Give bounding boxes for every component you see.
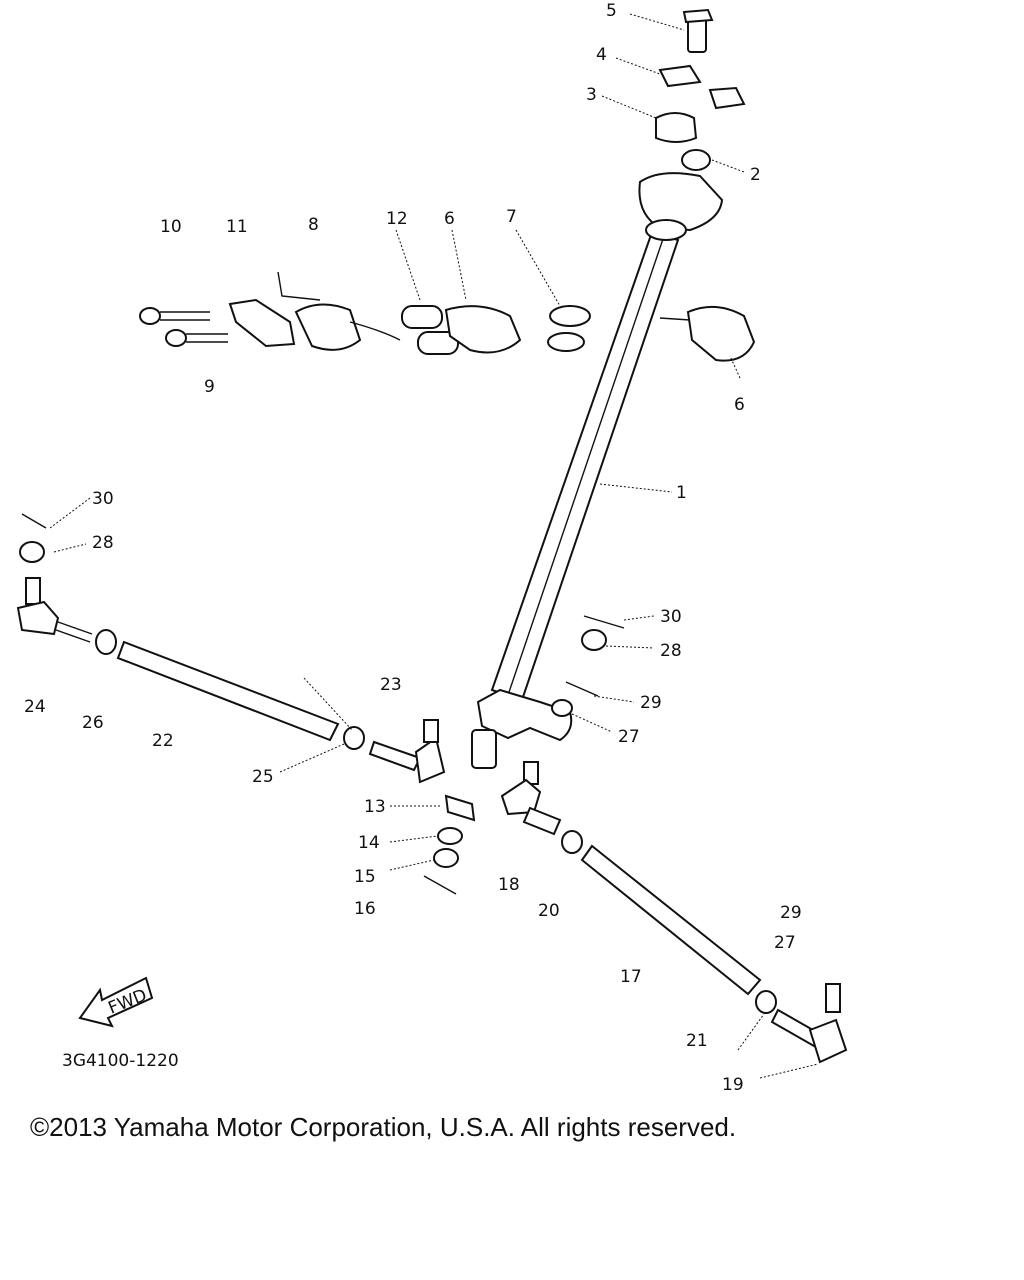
part-label-8: 8 (308, 215, 319, 235)
leader-lines (49, 13, 819, 1079)
drawing-code: 3G4100-1220 (62, 1051, 179, 1071)
part-label-17: 17 (620, 967, 642, 987)
small-parts (423, 615, 625, 895)
part-label-23: 23 (380, 675, 402, 695)
part-label-2: 2 (750, 165, 761, 185)
fwd-arrow: FWD (78, 976, 154, 1028)
left-tie-rod (16, 513, 446, 784)
steering-column (471, 172, 724, 769)
part-label-26: 26 (82, 713, 104, 733)
part-label-30: 30 (660, 607, 682, 627)
part-label-6: 6 (444, 209, 455, 229)
part-label-18: 18 (498, 875, 520, 895)
part-label-20: 20 (538, 901, 560, 921)
part-label-29: 29 (780, 903, 802, 923)
part-label-11: 11 (226, 217, 248, 237)
part-label-14: 14 (358, 833, 380, 853)
part-label-7: 7 (506, 207, 517, 227)
part-label-29: 29 (640, 693, 662, 713)
part-label-25: 25 (252, 767, 274, 787)
part-label-10: 10 (160, 217, 182, 237)
bracket-6-right (686, 305, 756, 362)
part-label-16: 16 (354, 899, 376, 919)
part-label-4: 4 (596, 45, 607, 65)
part-label-15: 15 (354, 867, 376, 887)
part-label-28: 28 (92, 533, 114, 553)
part-label-24: 24 (24, 697, 46, 717)
part-label-5: 5 (606, 1, 617, 21)
part-label-21: 21 (686, 1031, 708, 1051)
top-hardware (655, 8, 746, 171)
part-label-12: 12 (386, 209, 408, 229)
part-label-1: 1 (676, 483, 687, 503)
copyright-notice: ©2013 Yamaha Motor Corporation, U.S.A. A… (30, 1112, 737, 1142)
part-label-13: 13 (364, 797, 386, 817)
part-label-30: 30 (92, 489, 114, 509)
part-label-19: 19 (722, 1075, 744, 1095)
part-label-9: 9 (204, 377, 215, 397)
part-label-3: 3 (586, 85, 597, 105)
part-label-6: 6 (734, 395, 745, 415)
right-tie-rod (500, 761, 848, 1064)
part-label-22: 22 (152, 731, 174, 751)
part-labels: 1 2 3 4 5 6 6 7 8 9 10 11 12 13 14 15 16… (24, 1, 802, 1095)
steering-parts-diagram: FWD 3G4100-1220 1 2 3 4 5 6 6 7 8 9 10 1… (16, 1, 848, 1095)
part-label-27: 27 (618, 727, 640, 747)
left-cluster (139, 271, 591, 355)
part-label-27: 27 (774, 933, 796, 953)
part-label-28: 28 (660, 641, 682, 661)
fwd-label: FWD (106, 985, 150, 1018)
